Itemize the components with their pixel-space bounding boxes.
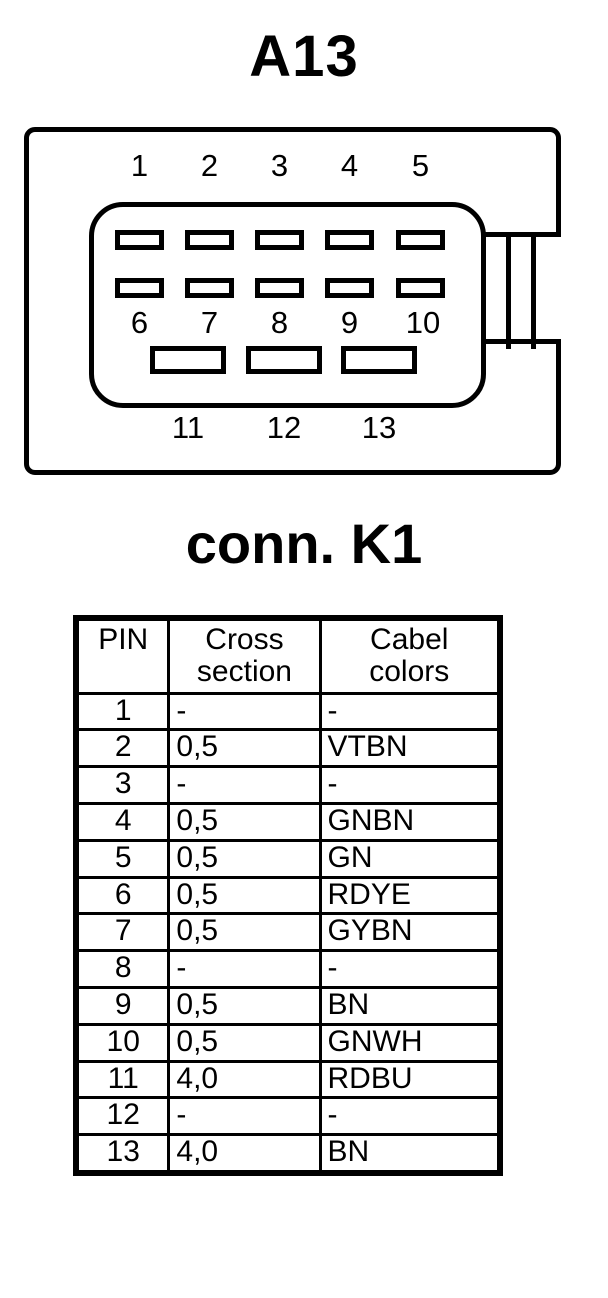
- cell-pin: 8: [75, 949, 171, 989]
- cell-cable-color: VTBN: [318, 728, 500, 769]
- pin-slot-4: [325, 230, 374, 250]
- pin-number-8: 8: [270, 305, 289, 340]
- latch-rib-3: [531, 237, 536, 349]
- pin-number-11: 11: [171, 410, 205, 445]
- cell-pin: 13: [75, 1133, 171, 1173]
- pin-number-7: 7: [200, 305, 219, 340]
- pin-slot-7: [185, 278, 234, 298]
- column-header-color-line1: Cabel: [370, 623, 449, 656]
- cell-cable-color: -: [318, 949, 500, 989]
- cell-pin: 11: [75, 1059, 171, 1100]
- cell-cable-color: BN: [318, 985, 500, 1026]
- cell-pin: 1: [75, 691, 171, 732]
- pin-number-5: 5: [411, 148, 430, 183]
- column-header-color-line2: colors: [369, 654, 450, 688]
- cell-cable-color: BN: [318, 1133, 500, 1173]
- cell-pin: 2: [75, 728, 171, 769]
- pin-slot-6: [115, 278, 164, 298]
- pin-number-13: 13: [361, 410, 397, 445]
- column-header-cross-line1: Cross: [205, 623, 284, 656]
- cell-cable-color: GNBN: [318, 801, 500, 842]
- cell-cross-section: -: [167, 691, 322, 732]
- cell-cable-color: GYBN: [318, 912, 500, 953]
- cell-cross-section: -: [167, 1096, 322, 1137]
- pin-number-9: 9: [340, 305, 359, 340]
- column-header-cross-section: Cross section: [167, 618, 322, 695]
- cell-cable-color: RDYE: [318, 875, 500, 916]
- cell-pin: 6: [75, 875, 171, 916]
- cell-cross-section: 0,5: [167, 875, 322, 916]
- pin-slot-10: [396, 278, 445, 298]
- connector-latch-tab: [481, 232, 561, 349]
- cell-pin: 9: [75, 985, 171, 1026]
- pin-slot-13: [341, 346, 417, 374]
- cell-cross-section: 0,5: [167, 985, 322, 1026]
- table-row: 12--: [75, 1096, 500, 1137]
- cell-cable-color: GNWH: [318, 1022, 500, 1063]
- connector-diagram: 1 2 3 4 5 6 7 8 9 10 11 12 13: [0, 120, 608, 485]
- cell-cross-section: 4,0: [167, 1133, 322, 1173]
- pin-slot-3: [255, 230, 304, 250]
- pin-number-2: 2: [200, 148, 219, 183]
- cell-cable-color: -: [318, 691, 500, 732]
- cell-cable-color: GN: [318, 838, 500, 879]
- cell-pin: 5: [75, 838, 171, 879]
- connector-label: conn. K1: [185, 512, 423, 575]
- cell-cable-color: RDBU: [318, 1059, 500, 1100]
- pin-slot-8: [255, 278, 304, 298]
- pin-slot-2: [185, 230, 234, 250]
- cell-cross-section: 0,5: [167, 838, 322, 879]
- cell-cross-section: 4,0: [167, 1059, 322, 1100]
- cell-cross-section: 0,5: [167, 728, 322, 769]
- column-header-cable-colors: Cabel colors: [318, 618, 500, 695]
- cell-cable-color: -: [318, 1096, 500, 1137]
- cell-cross-section: 0,5: [167, 1022, 322, 1063]
- pin-number-3: 3: [270, 148, 289, 183]
- pin-number-4: 4: [340, 148, 359, 183]
- table-header-row: PIN Cross section Cabel colors: [75, 618, 500, 695]
- pin-number-10: 10: [405, 305, 441, 340]
- pin-slot-11: [150, 346, 226, 374]
- cell-cross-section: -: [167, 765, 322, 805]
- table-row: 1--: [75, 691, 500, 732]
- cell-cross-section: -: [167, 949, 322, 989]
- table-row: 3--: [75, 765, 500, 805]
- cell-pin: 10: [75, 1022, 171, 1063]
- pin-slot-9: [325, 278, 374, 298]
- table-header: PIN Cross section Cabel colors: [75, 618, 500, 695]
- pin-slot-12: [246, 346, 322, 374]
- table-row: 8--: [75, 949, 500, 989]
- pin-slot-1: [115, 230, 164, 250]
- column-header-pin-text: PIN: [98, 623, 149, 656]
- cell-pin: 4: [75, 801, 171, 842]
- column-header-pin: PIN: [75, 618, 171, 695]
- cell-pin: 12: [75, 1096, 171, 1137]
- pin-number-1: 1: [130, 148, 149, 183]
- column-header-cross-line2: section: [196, 654, 292, 688]
- latch-rib-2: [506, 237, 511, 349]
- pin-number-12: 12: [266, 410, 302, 445]
- cell-cable-color: -: [318, 765, 500, 805]
- cell-cross-section: 0,5: [167, 801, 322, 842]
- pin-number-6: 6: [130, 305, 149, 340]
- cell-cross-section: 0,5: [167, 912, 322, 953]
- cell-pin: 3: [75, 765, 171, 805]
- cell-pin: 7: [75, 912, 171, 953]
- pin-slot-5: [396, 230, 445, 250]
- page-title: A13: [249, 24, 359, 89]
